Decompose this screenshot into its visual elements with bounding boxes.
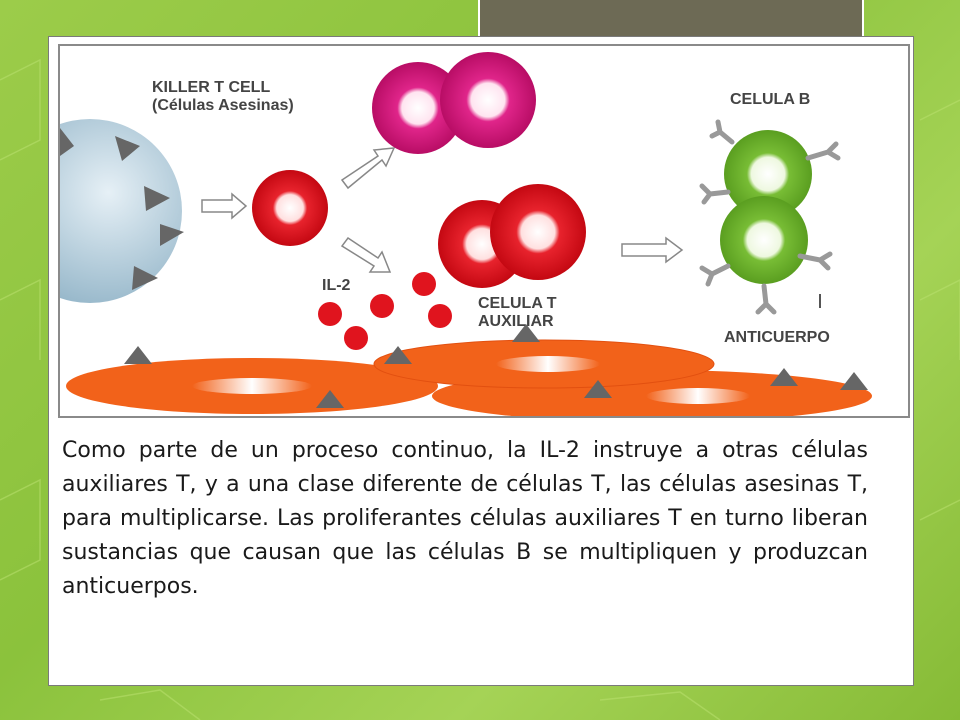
arrow-right-2 bbox=[621, 236, 684, 264]
killer-t-cells bbox=[372, 52, 536, 154]
arrow-down-right bbox=[340, 236, 392, 273]
b-cells bbox=[699, 119, 841, 315]
helper-t-cells bbox=[438, 184, 586, 288]
il2-label: IL-2 bbox=[322, 277, 351, 294]
helper-label-line1: CELULA T bbox=[478, 295, 557, 312]
killer-title: KILLER T CELL bbox=[152, 79, 270, 96]
killer-subtitle: (Células Asesinas) bbox=[152, 97, 294, 114]
helper-label-line2: AUXILIAR bbox=[478, 313, 554, 330]
antigen-presenting-cell bbox=[60, 119, 184, 303]
il2-molecules bbox=[318, 272, 452, 350]
tissue-cells bbox=[66, 324, 872, 416]
b-cell-label: CELULA B bbox=[730, 91, 810, 108]
antibody-label: ANTICUERPO bbox=[724, 329, 830, 346]
helper-t-cell-center bbox=[252, 170, 328, 246]
caption-text: Como parte de un proceso continuo, la IL… bbox=[62, 438, 868, 599]
arrow-right-1 bbox=[201, 192, 248, 220]
arrow-up-right bbox=[340, 147, 396, 190]
immune-diagram: KILLER T CELL (Células Asesinas) IL-2 CE… bbox=[58, 44, 910, 418]
